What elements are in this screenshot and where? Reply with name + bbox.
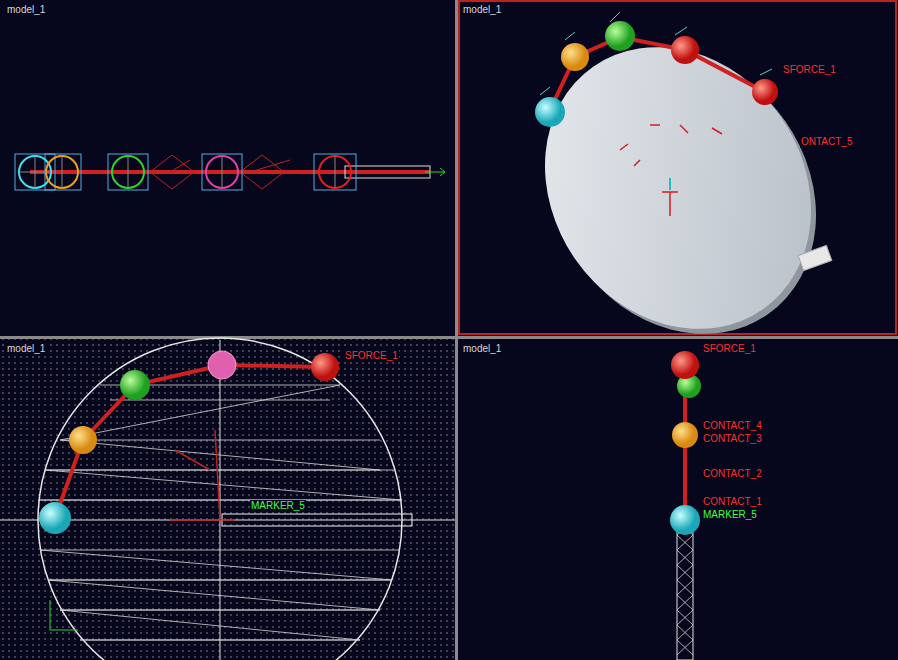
viewport-title: model_1: [6, 4, 46, 16]
force-label: SFORCE_1: [702, 343, 757, 355]
top-view: [670, 351, 701, 660]
marker-label: MARKER_5: [250, 500, 306, 512]
force-label: SFORCE_1: [782, 64, 837, 76]
contact-label: CONTACT_3: [702, 433, 763, 445]
contact-label: CONTACT_2: [702, 468, 763, 480]
contact-label: CONTACT_1: [702, 496, 763, 508]
viewport-title: model_1: [462, 4, 502, 16]
contact-label: ONTACT_5: [800, 136, 854, 148]
viewport-title: model_1: [6, 343, 46, 355]
marker-label: MARKER_5: [702, 509, 758, 521]
contact-label: CONTACT_4: [702, 420, 763, 432]
side-view: [15, 154, 445, 190]
force-label: SFORCE_1: [344, 350, 399, 362]
iso-view: [491, 0, 871, 386]
viewport-title: model_1: [462, 343, 502, 355]
front-view: [0, 338, 455, 660]
